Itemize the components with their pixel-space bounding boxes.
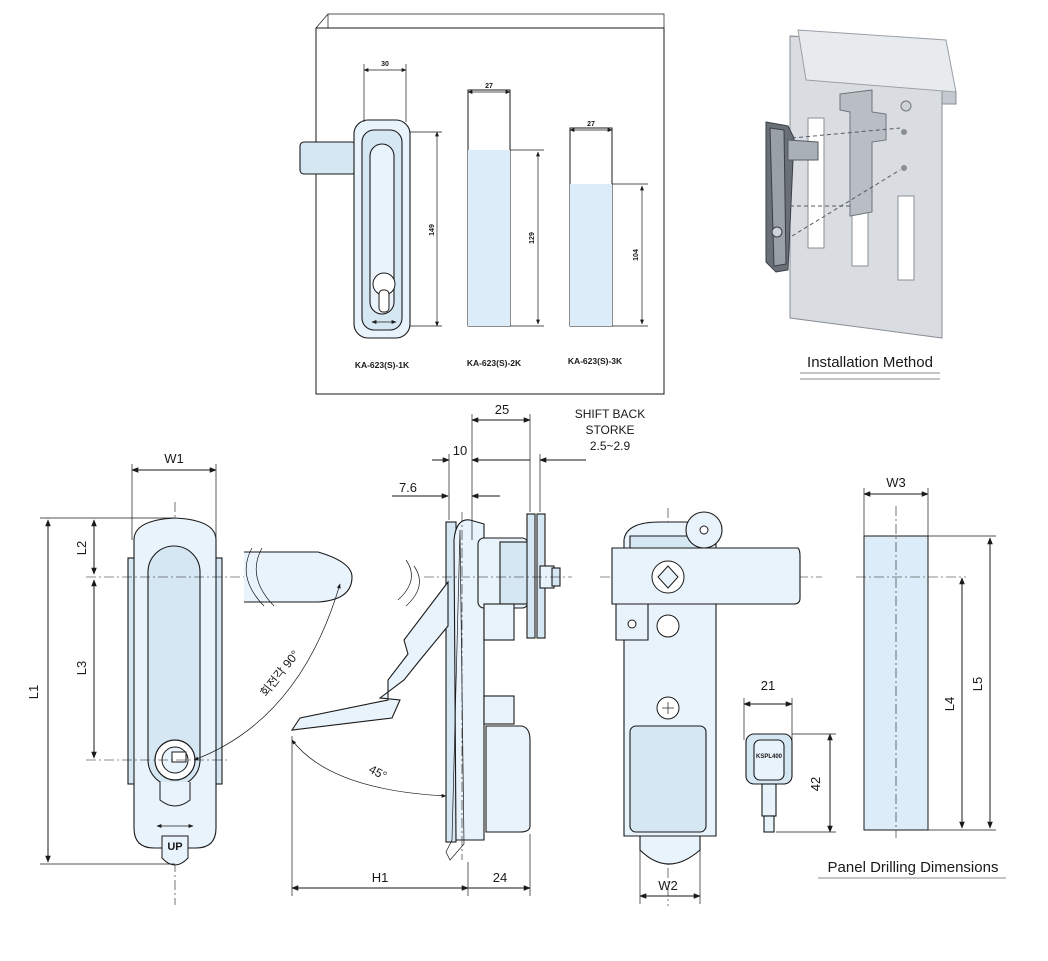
- installation-caption: Installation Method: [807, 354, 933, 371]
- model-1k-width: 30: [381, 61, 389, 68]
- up-mark: UP: [167, 841, 182, 853]
- rear-view: [600, 508, 822, 906]
- panel-drilling-view: [856, 488, 996, 838]
- side-view: [290, 414, 586, 896]
- rotation-label: 회전각 90°: [258, 648, 303, 700]
- key-code: KSPL400: [756, 754, 783, 760]
- model-2k-height: 129: [529, 232, 536, 244]
- panel-caption: Panel Drilling Dimensions: [828, 859, 999, 876]
- shift-back-label: SHIFT BACK: [575, 407, 645, 421]
- installation-illustration: [765, 29, 957, 339]
- model-2k-drawing: [467, 89, 544, 327]
- dim-10: 10: [453, 443, 467, 458]
- dim-7-6: 7.6: [399, 480, 417, 495]
- model-1k-height: 149: [429, 224, 436, 236]
- dim-24: 24: [493, 870, 507, 885]
- model-inset: 30 149 KA-623(S)-1K 27 129 KA-623(S)-2K …: [299, 13, 665, 395]
- model-3k-width: 27: [587, 121, 595, 128]
- model-3k-height: 104: [633, 249, 640, 261]
- shift-value: 2.5~2.9: [590, 439, 631, 453]
- dim-l2: L2: [74, 541, 89, 555]
- model-2k-label: KA-623(S)-2K: [467, 358, 522, 368]
- dim-25: 25: [495, 402, 509, 417]
- model-1k-label: KA-623(S)-1K: [355, 360, 410, 370]
- model-3k-drawing: [569, 127, 648, 327]
- dim-21: 21: [761, 678, 775, 693]
- dim-l5: L5: [970, 677, 985, 691]
- model-1k-drawing: [299, 64, 442, 339]
- dim-l4: L4: [942, 697, 957, 711]
- model-3k-label: KA-623(S)-3K: [568, 356, 623, 366]
- storke-label: STORKE: [585, 423, 634, 437]
- key-view: [743, 698, 836, 833]
- dim-w3: W3: [886, 475, 906, 490]
- dim-l3: L3: [74, 661, 89, 675]
- front-view: UP: [40, 464, 353, 905]
- angle-45: 45°: [367, 762, 390, 783]
- dim-w1: W1: [164, 451, 184, 466]
- dim-h1: H1: [372, 870, 389, 885]
- model-2k-width: 27: [485, 83, 493, 90]
- dim-42: 42: [808, 777, 823, 791]
- dim-l1: L1: [26, 685, 41, 699]
- dim-w2: W2: [658, 878, 678, 893]
